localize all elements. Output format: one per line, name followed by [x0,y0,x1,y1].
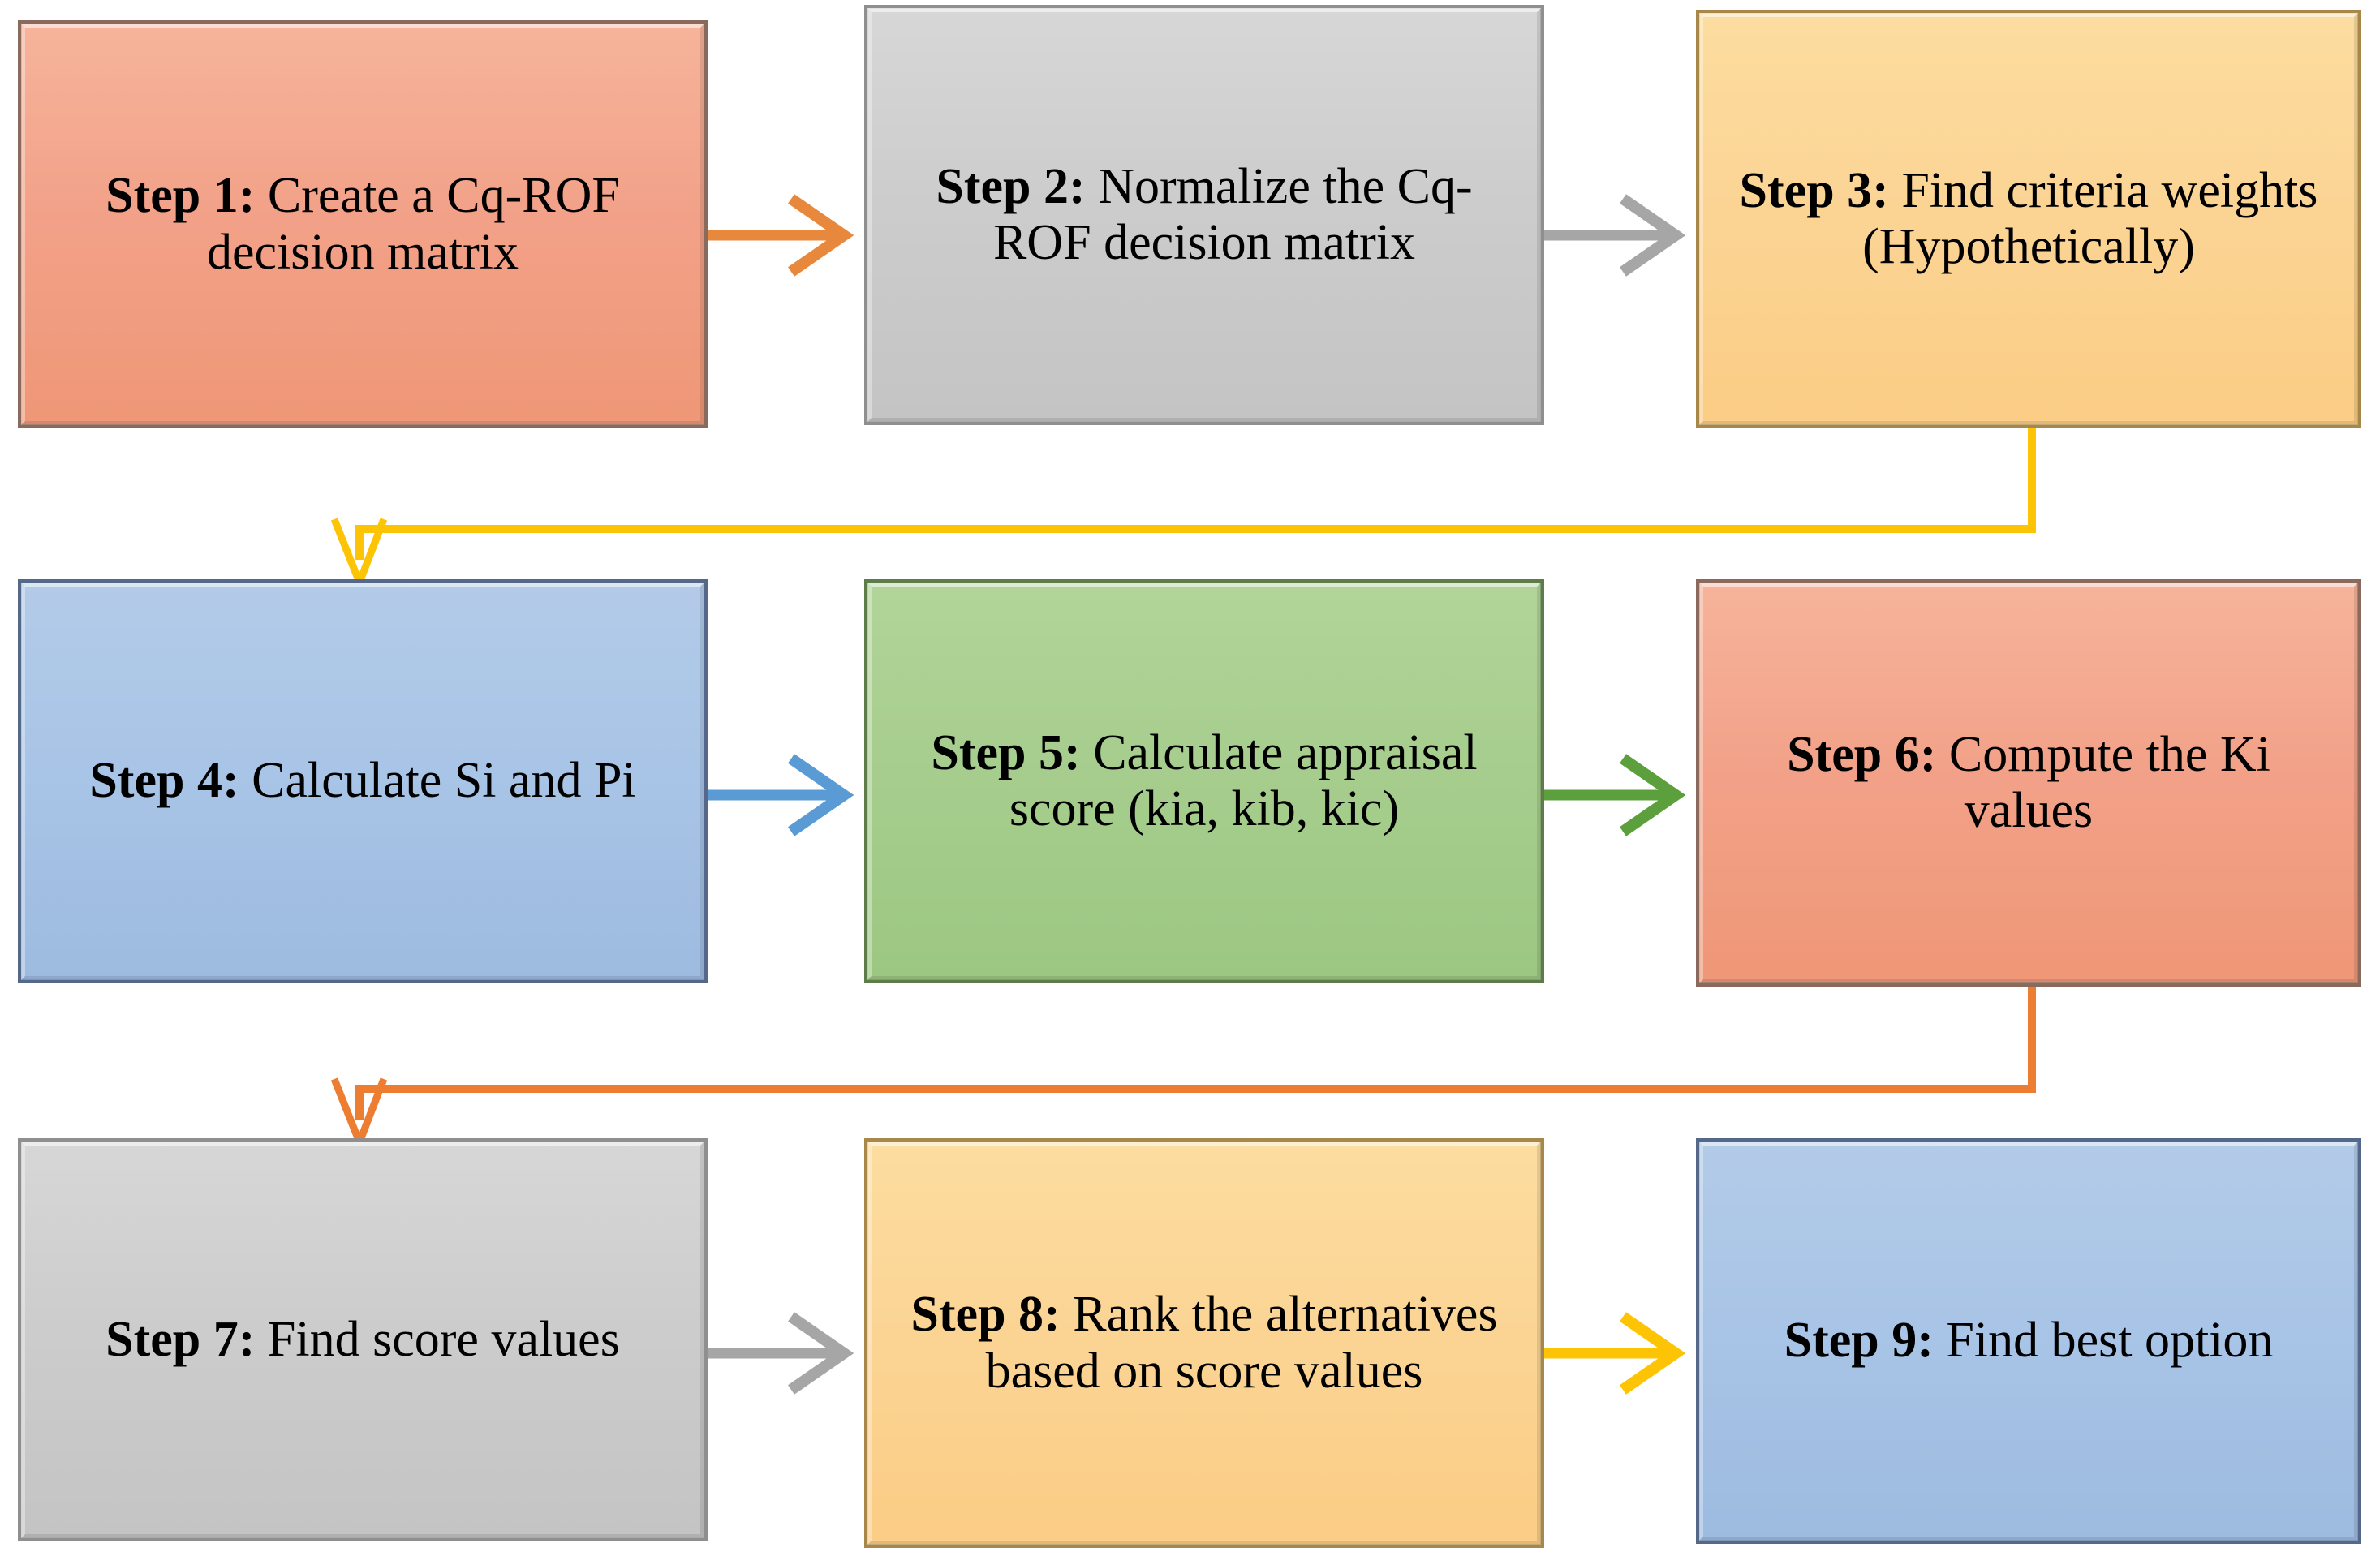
node-step-1-step: Step 1: [105,168,256,224]
node-step-1[interactable]: Step 1: Create a Cq-ROF decision matrix [18,20,708,428]
connector-step7-to-step8 [708,1312,854,1395]
node-step-8-label: Step 8: Rank the alternatives based on s… [895,1287,1513,1399]
node-step-9-text: Find best option [1933,1313,2274,1369]
node-step-5-text: Calculate appraisal score (kia, kib, kic… [1009,724,1478,836]
node-step-7-label: Step 7: Find score values [49,1312,677,1368]
node-step-2-step: Step 2: [936,158,1086,214]
node-step-6-text: Compute the Ki values [1936,726,2270,838]
node-step-8-text: Rank the alternatives based on score val… [985,1287,1498,1399]
node-step-1-label: Step 1: Create a Cq-ROF decision matrix [49,168,677,281]
node-step-9[interactable]: Step 9: Find best option [1696,1138,2361,1544]
node-step-2[interactable]: Step 2: Normalize the Cq-ROF decision ma… [864,5,1544,425]
node-step-6-step: Step 6: [1787,726,1937,782]
node-step-4-label: Step 4: Calculate Si and Pi [49,753,677,809]
node-step-7-step: Step 7: [105,1311,256,1367]
node-step-5-label: Step 5: Calculate appraisal score (kia, … [895,725,1513,838]
node-step-3-text: Find criteria weights (Hypothetically) [1862,162,2318,274]
node-step-9-label: Step 9: Find best option [1727,1313,2331,1369]
node-step-7[interactable]: Step 7: Find score values [18,1138,708,1541]
node-step-9-step: Step 9: [1784,1313,1934,1369]
node-step-8-step: Step 8: [910,1287,1061,1343]
node-step-8[interactable]: Step 8: Rank the alternatives based on s… [864,1138,1544,1548]
connector-step6-to-step7 [330,987,2036,1153]
node-step-7-text: Find score values [255,1311,620,1367]
node-step-6[interactable]: Step 6: Compute the Ki values [1696,579,2361,987]
connector-step3-to-step4 [330,428,2036,593]
node-step-5-step: Step 5: [931,724,1081,780]
node-step-4-step: Step 4: [89,753,239,809]
node-step-6-label: Step 6: Compute the Ki values [1727,727,2331,840]
connector-step8-to-step9 [1544,1312,1686,1395]
node-step-1-text: Create a Cq-ROF decision matrix [207,168,620,280]
node-step-4-text: Calculate Si and Pi [239,753,636,809]
node-step-4[interactable]: Step 4: Calculate Si and Pi [18,579,708,983]
node-step-3-label: Step 3: Find criteria weights (Hypotheti… [1727,163,2331,276]
node-step-3[interactable]: Step 3: Find criteria weights (Hypotheti… [1696,10,2361,428]
connector-step5-to-step6 [1544,754,1686,836]
connector-step2-to-step3 [1544,194,1686,277]
node-step-2-text: Normalize the Cq-ROF decision matrix [992,158,1473,270]
connector-step1-to-step2 [708,194,854,277]
connector-step4-to-step5 [708,754,854,836]
node-step-3-step: Step 3: [1739,162,1889,218]
node-step-2-label: Step 2: Normalize the Cq-ROF decision ma… [895,159,1513,272]
node-step-5[interactable]: Step 5: Calculate appraisal score (kia, … [864,579,1544,983]
